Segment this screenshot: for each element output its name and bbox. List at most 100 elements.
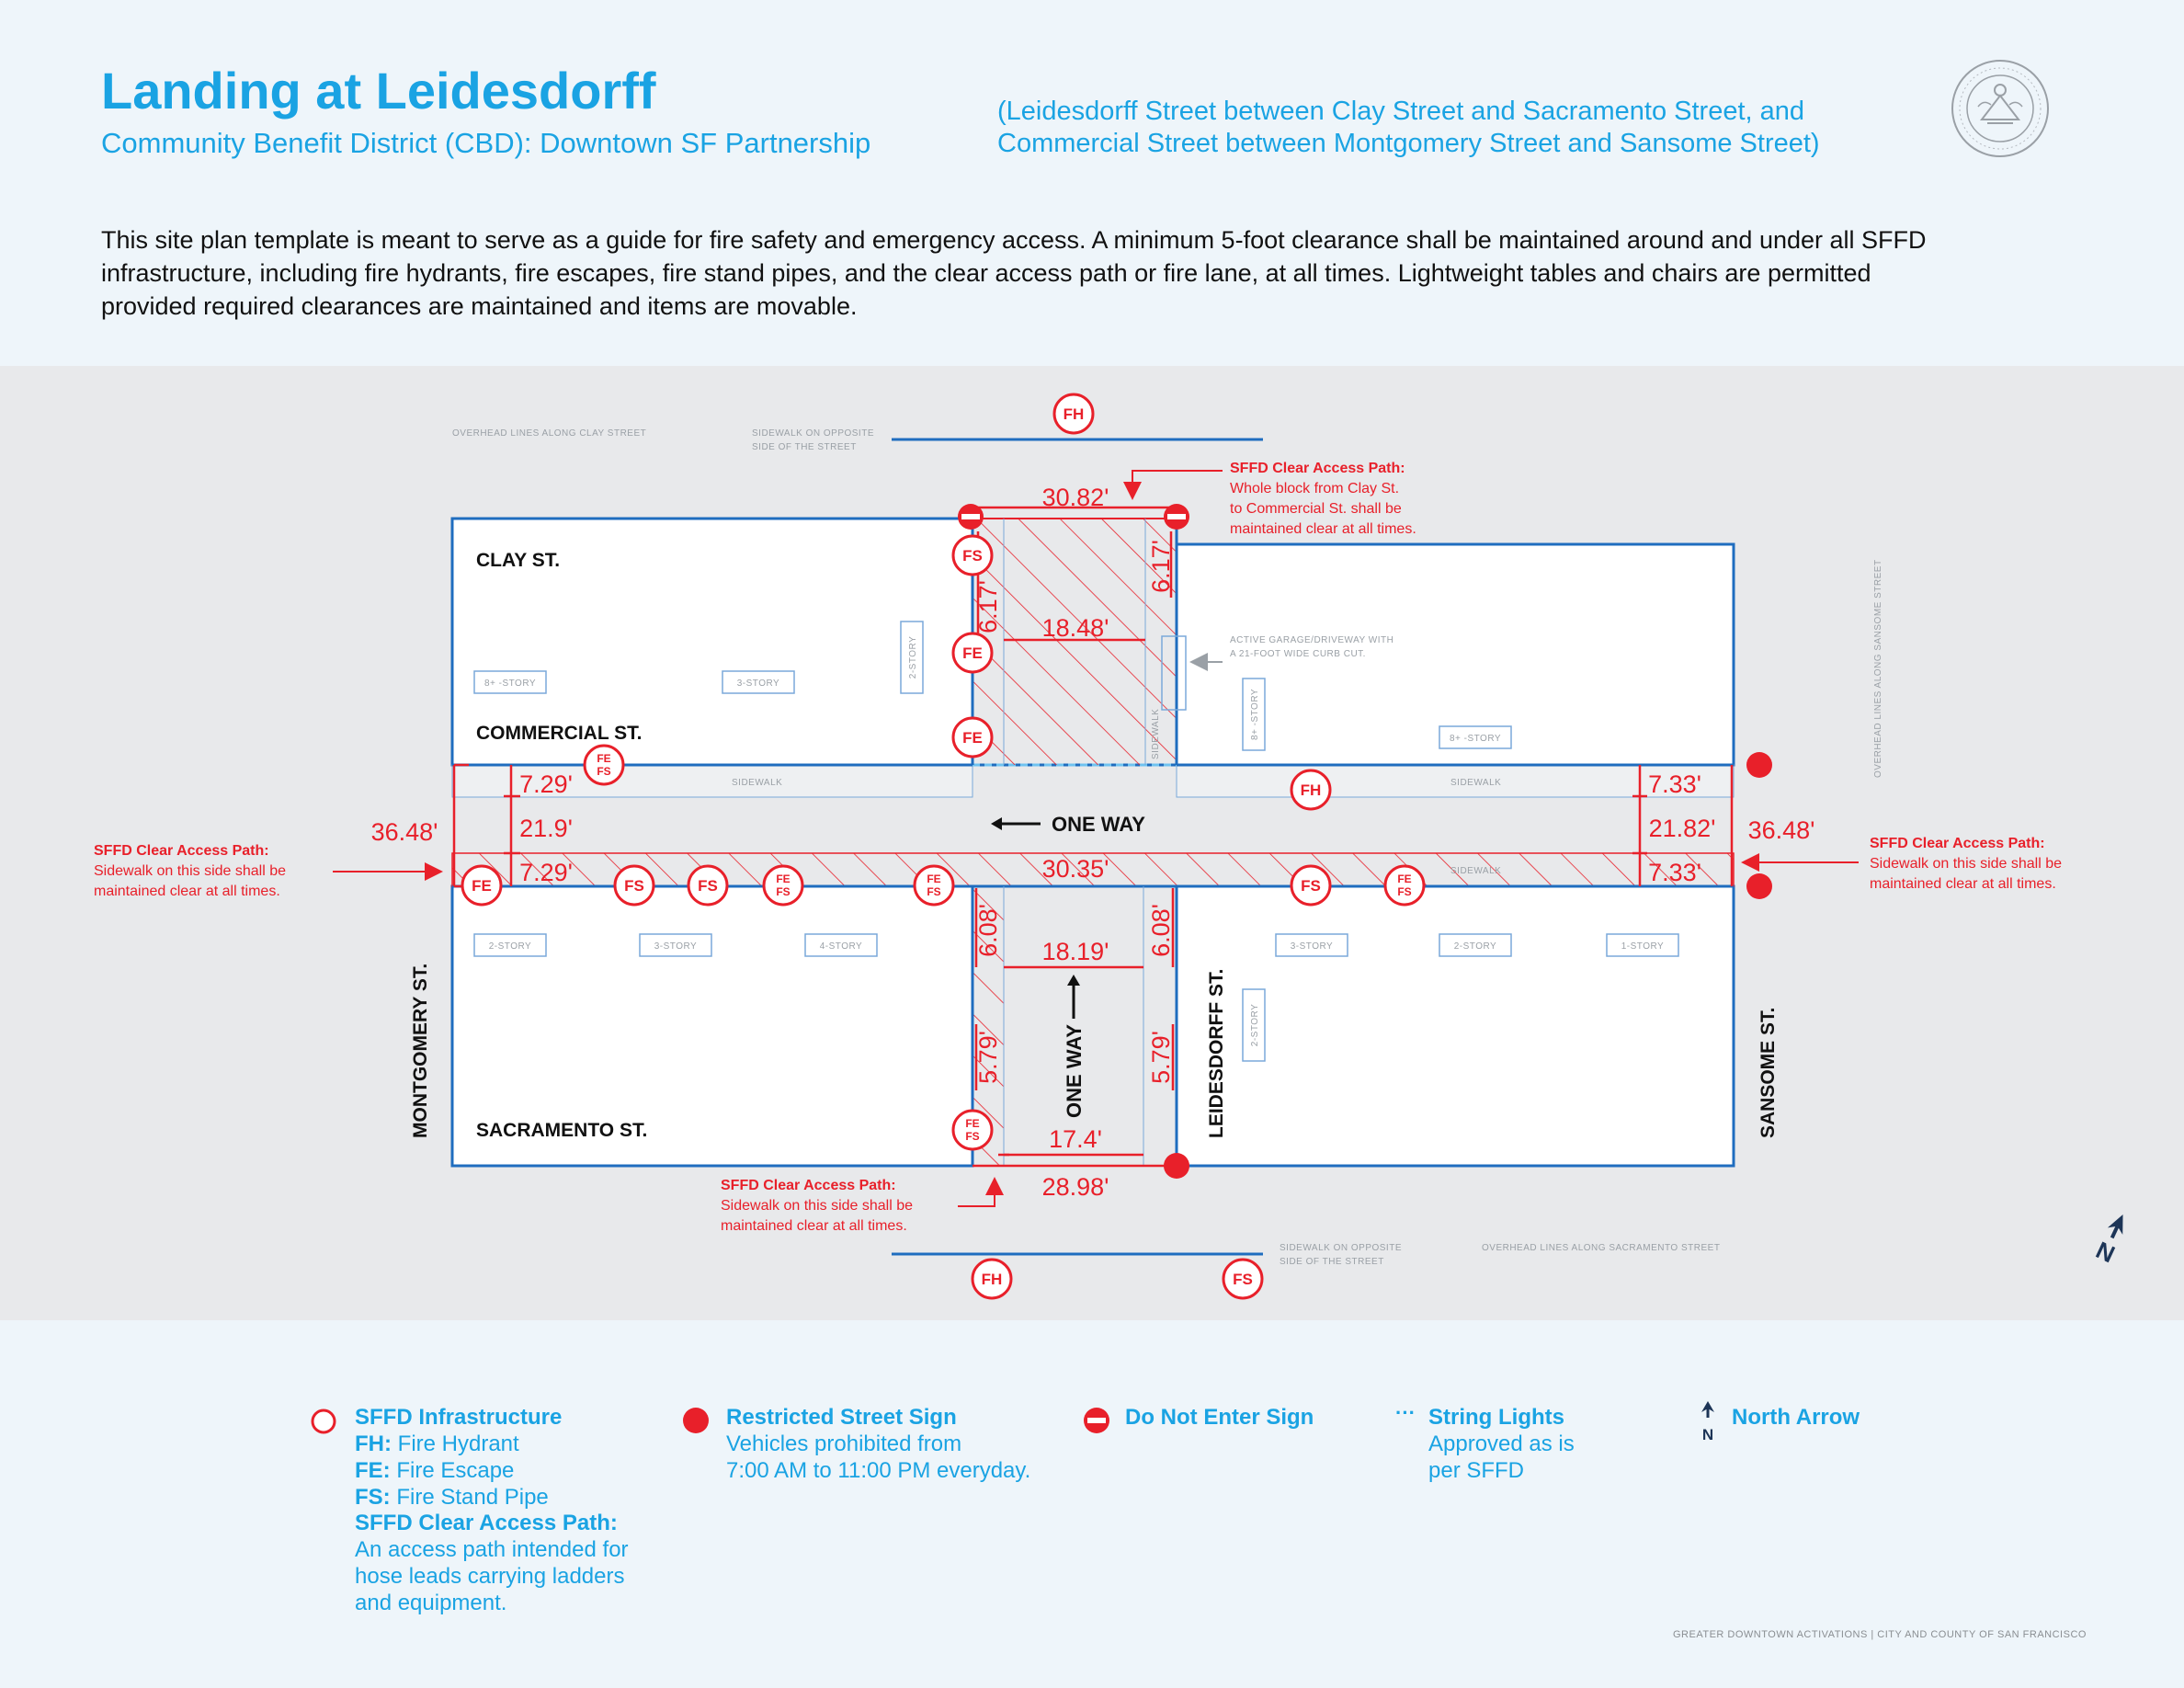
- dim-right-sidewalk-top: 7.33': [1648, 770, 1701, 798]
- building-tag: 2-STORY: [489, 941, 531, 952]
- building-tag: 2-STORY: [1250, 1004, 1260, 1046]
- legend-path-head: SFFD Clear Access Path:: [355, 1511, 618, 1535]
- fire-escape-marker: FE: [927, 873, 940, 885]
- one-way-leidesdorff: ONE WAY: [1063, 1024, 1086, 1118]
- legend-string-lights: String Lights Approved as is per SFFD: [1428, 1405, 1575, 1484]
- callout-right-head: SFFD Clear Access Path:: [1870, 836, 2045, 851]
- page-title: Landing at Leidesdorff: [101, 62, 656, 120]
- street-label-leidesdorff: LEIDESDORFF ST.: [1206, 969, 1227, 1138]
- sidewalk-label-south: SIDEWALK: [1450, 866, 1501, 876]
- sidewalk-label-leidesdorff: SIDEWALK: [1151, 709, 1161, 759]
- legend-fe: FE: Fire Escape: [355, 1458, 515, 1483]
- fire-standpipe-marker: FS: [927, 885, 940, 898]
- garage-driveway: [1161, 635, 1187, 711]
- legend-string-lights-line-1: Approved as is: [1428, 1431, 1575, 1456]
- dim-left-road: 21.9': [519, 815, 573, 842]
- fire-standpipe-marker: FS: [624, 877, 644, 895]
- fire-escape-marker: FE: [962, 644, 983, 662]
- fire-standpipe-marker: FS: [1397, 885, 1411, 898]
- building-tag: 8+ -STORY: [484, 679, 536, 689]
- string-lights-icon: ···: [1395, 1401, 1416, 1424]
- fire-escape-marker: FE: [1397, 873, 1411, 885]
- dim-right-total: 36.48': [1748, 816, 1815, 844]
- fire-escape-marker: FE: [776, 873, 790, 885]
- dim-mid-width: 30.35': [1042, 855, 1109, 883]
- location-line-1: (Leidesdorff Street between Clay Street …: [997, 97, 1805, 126]
- building-tag: 1-STORY: [1621, 941, 1664, 952]
- intro-paragraph: This site plan template is meant to serv…: [101, 226, 1927, 320]
- legend-string-lights-head: String Lights: [1428, 1405, 1564, 1430]
- callout-right-line-1: Sidewalk on this side shall be: [1870, 856, 2062, 872]
- fire-hydrant-marker: FH: [982, 1271, 1003, 1288]
- sffd-infrastructure-icon: [311, 1409, 336, 1434]
- dim-bottom-upper-right-sidewalk: 6.08': [1147, 904, 1175, 957]
- fire-escape-marker: FE: [472, 877, 492, 895]
- note-opposite-bottom-2: SIDE OF THE STREET: [1280, 1257, 1384, 1267]
- building-tag: 8+ -STORY: [1450, 734, 1501, 744]
- svg-text:N: N: [1702, 1426, 1713, 1443]
- street-label-sacramento: SACRAMENTO ST.: [476, 1120, 647, 1141]
- dim-bottom-upper-inner: 18.19': [1042, 938, 1109, 965]
- legend-do-not-enter: Do Not Enter Sign: [1125, 1405, 1314, 1430]
- street-label-montgomery: MONTGOMERY ST.: [410, 964, 431, 1138]
- note-overhead-clay: OVERHEAD LINES ALONG CLAY STREET: [452, 428, 646, 439]
- fire-standpipe-marker: FS: [1233, 1271, 1253, 1288]
- location-line-2: Commercial Street between Montgomery Str…: [997, 129, 1820, 158]
- callout-top-line-2: to Commercial St. shall be: [1230, 501, 1402, 517]
- restricted-street-sign-icon: [683, 1408, 709, 1433]
- block-southeast: [1175, 884, 1735, 1168]
- fire-standpipe-marker: FS: [962, 547, 983, 565]
- fire-escape-marker: FE: [965, 1117, 979, 1130]
- dim-right-road: 21.82': [1649, 815, 1716, 842]
- callout-left-line-1: Sidewalk on this side shall be: [94, 863, 286, 879]
- legend-restricted-head: Restricted Street Sign: [726, 1405, 957, 1430]
- note-garage-2: A 21-FOOT WIDE CURB CUT.: [1230, 649, 1366, 659]
- callout-top-line-3: maintained clear at all times.: [1230, 521, 1416, 537]
- street-label-commercial: COMMERCIAL ST.: [476, 723, 642, 744]
- dim-left-sidewalk-top: 7.29': [519, 770, 573, 798]
- building-tag: 3-STORY: [737, 679, 779, 689]
- legend: SFFD Infrastructure FH: Fire Hydrant FE:…: [0, 1320, 2184, 1688]
- callout-left-line-2: maintained clear at all times.: [94, 884, 280, 899]
- building-tag: 3-STORY: [1291, 941, 1333, 952]
- callout-left-head: SFFD Clear Access Path:: [94, 843, 269, 859]
- building-tag: 4-STORY: [820, 941, 862, 952]
- legend-restricted-line-1: Vehicles prohibited from: [726, 1431, 962, 1456]
- building-tag: 8+ -STORY: [1250, 689, 1260, 740]
- dim-top-width: 30.82': [1042, 484, 1109, 511]
- north-arrow-letter: N: [2092, 1236, 2120, 1268]
- note-overhead-sacramento: OVERHEAD LINES ALONG SACRAMENTO STREET: [1482, 1243, 1720, 1253]
- dim-right-sidewalk-bottom: 7.33': [1648, 859, 1701, 886]
- dim-top-left-sidewalk: 6.17': [974, 580, 1002, 633]
- restricted-street-sign: [1746, 752, 1772, 778]
- dim-bottom-upper-left-sidewalk: 6.08': [974, 904, 1002, 957]
- fire-escape-marker: FE: [597, 752, 610, 765]
- note-opposite-top-2: SIDE OF THE STREET: [752, 442, 857, 452]
- sidewalk-label-east: SIDEWALK: [1450, 778, 1501, 788]
- dim-left-sidewalk-bottom: 7.29': [519, 859, 573, 886]
- location-description: (Leidesdorff Street between Clay Street …: [997, 96, 1820, 160]
- dim-bottom-inner: 17.4': [1049, 1125, 1102, 1153]
- legend-restricted-line-2: 7:00 AM to 11:00 PM everyday.: [726, 1458, 1031, 1483]
- callout-bottom-line-1: Sidewalk on this side shall be: [721, 1198, 913, 1214]
- building-tag: 3-STORY: [654, 941, 697, 952]
- callout-bottom-head: SFFD Clear Access Path:: [721, 1178, 896, 1193]
- dim-bottom-lower-left-sidewalk: 5.79': [974, 1031, 1002, 1084]
- do-not-enter-icon: [1084, 1408, 1109, 1433]
- dim-top-inner: 18.48': [1042, 614, 1109, 642]
- north-arrow-icon: N: [2092, 1214, 2123, 1268]
- fire-escape-marker: FE: [962, 729, 983, 747]
- leidesdorff-north-access-path: [973, 519, 1177, 765]
- legend-infrastructure-head: SFFD Infrastructure: [355, 1405, 563, 1430]
- fire-standpipe-marker: FS: [776, 885, 790, 898]
- one-way-commercial: ONE WAY: [1052, 813, 1145, 836]
- north-arrow-legend-icon: N: [1701, 1401, 1714, 1443]
- fire-hydrant-marker: FH: [1301, 781, 1322, 799]
- do-not-enter-sign-west: [958, 504, 984, 530]
- fire-standpipe-marker: FS: [1301, 877, 1321, 895]
- fire-standpipe-marker: FS: [965, 1130, 979, 1143]
- city-seal-icon: [1951, 60, 2049, 157]
- dim-bottom-width: 28.98': [1042, 1173, 1109, 1201]
- street-label-clay: CLAY ST.: [476, 550, 560, 571]
